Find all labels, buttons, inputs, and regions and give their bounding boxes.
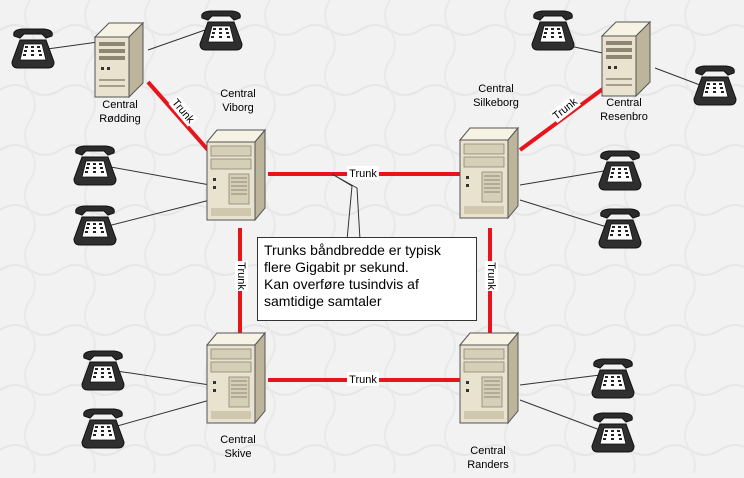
central-silkeborg-line2: Silkeborg — [473, 97, 519, 109]
central-labels: Central Rødding Central Viborg Central S… — [99, 83, 648, 471]
central-viborg-line1: Central — [220, 88, 255, 100]
central-skive-line1: Central — [220, 434, 255, 446]
central-resenbro-line2: Resenbro — [600, 111, 648, 123]
central-skive-line2: Skive — [225, 448, 252, 460]
server-resenbro — [601, 21, 651, 97]
central-randers-line1: Central — [470, 445, 505, 457]
trunk-rodding-viborg — [146, 80, 217, 160]
server-silkeborg — [459, 127, 519, 219]
server-randers — [459, 332, 519, 424]
phone-links — [39, 29, 701, 431]
central-silkeborg-line1: Central — [478, 83, 513, 95]
server-skive — [206, 332, 266, 424]
callout-line: samtidige samtaler — [264, 293, 382, 309]
callout-line: Trunks båndbredde er typisk — [264, 242, 441, 258]
central-rodding-line2: Rødding — [99, 113, 141, 125]
central-viborg-line2: Viborg — [222, 102, 254, 114]
callout-line: flere Gigabit pr sekund. — [264, 259, 409, 275]
trunk-label: Trunk — [349, 374, 377, 386]
trunk-label: Trunk — [235, 262, 247, 290]
central-resenbro-line1: Central — [606, 97, 641, 109]
callout-box: Trunks båndbredde er typisk flere Gigabi… — [257, 237, 477, 321]
trunk-label: Trunk — [485, 262, 497, 290]
central-randers-line2: Randers — [467, 459, 509, 471]
server-rodding — [94, 22, 144, 98]
central-rodding-line1: Central — [102, 99, 137, 111]
trunk-label: Trunk — [349, 168, 377, 180]
server-viborg — [206, 129, 266, 221]
callout-line: Kan overføre tusindvis af — [264, 276, 419, 292]
